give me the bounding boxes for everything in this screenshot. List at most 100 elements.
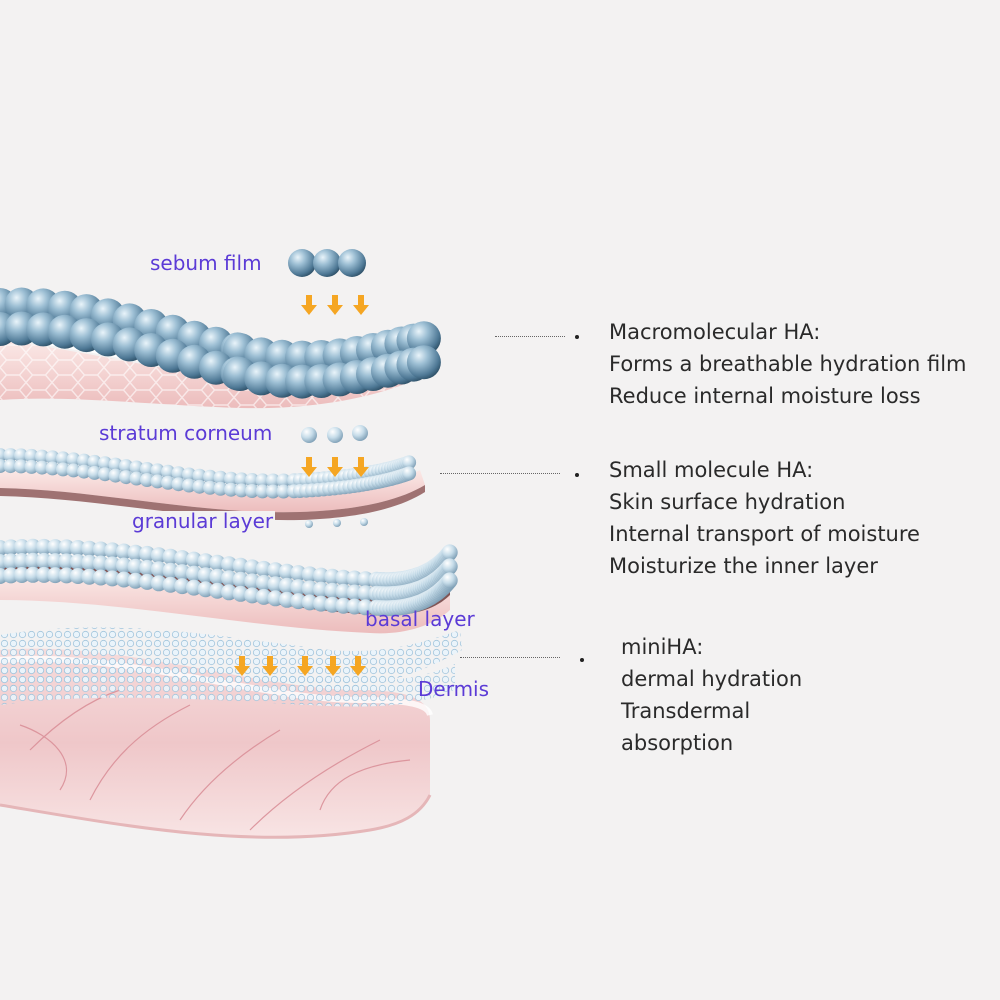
ha-sphere xyxy=(162,576,179,593)
bullet-1 xyxy=(575,335,579,339)
ha-sphere xyxy=(224,471,238,486)
ha-sphere xyxy=(192,468,207,483)
ha-sphere xyxy=(441,558,458,575)
ha-sphere xyxy=(119,470,133,485)
label-stratum-corneum: stratum corneum xyxy=(97,421,275,445)
ha-sphere xyxy=(36,538,52,555)
ha-sphere xyxy=(406,321,441,356)
ha-sphere xyxy=(47,553,64,570)
ha-sphere xyxy=(47,539,64,556)
ha-sphere xyxy=(276,473,291,488)
ha-sphere xyxy=(69,554,86,570)
arrows-sebum xyxy=(301,295,369,315)
ha-sphere xyxy=(150,463,165,478)
ha-sphere xyxy=(161,464,175,479)
ha-sphere xyxy=(441,544,458,561)
ha-sphere xyxy=(162,548,179,565)
description-macromolecular-ha: Macromolecular HA: Forms a breathable hy… xyxy=(609,316,967,412)
ha-sphere xyxy=(171,477,186,492)
ha-sphere xyxy=(108,468,123,483)
ha-sphere xyxy=(150,575,167,592)
ha-sphere xyxy=(24,459,39,474)
ha-sphere xyxy=(98,467,112,482)
ha-sphere xyxy=(139,559,156,576)
ha-sphere xyxy=(24,538,41,555)
ha-sphere xyxy=(119,459,133,474)
ha-sphere xyxy=(45,461,60,476)
ha-sphere xyxy=(24,448,39,463)
ha-sphere xyxy=(221,570,237,587)
ha-sphere xyxy=(87,454,102,469)
ha-sphere xyxy=(140,473,154,487)
stratum-corneum-layer xyxy=(0,448,425,521)
ha-sphere xyxy=(209,554,226,571)
ha-sphere xyxy=(35,460,49,475)
basal-layer xyxy=(0,627,462,707)
ha-sphere xyxy=(104,570,121,587)
ha-sphere xyxy=(69,568,86,584)
ha-sphere xyxy=(192,479,207,494)
description-title: miniHA: xyxy=(621,635,704,659)
small-ha-spheres xyxy=(301,425,368,443)
ha-sphere xyxy=(266,484,280,499)
ha-sphere xyxy=(129,471,144,486)
ha-sphere xyxy=(108,457,123,472)
ha-sphere xyxy=(244,573,261,590)
ha-sphere xyxy=(13,539,30,555)
ha-sphere xyxy=(14,459,28,474)
ha-sphere xyxy=(127,558,144,575)
ha-sphere xyxy=(56,462,70,477)
ha-sphere xyxy=(127,572,144,589)
sebum-film-layer xyxy=(0,287,441,409)
ha-sphere xyxy=(104,542,121,559)
ha-sphere xyxy=(36,552,52,569)
ha-sphere xyxy=(162,562,179,579)
bullet-3 xyxy=(580,658,584,662)
ha-sphere xyxy=(58,539,75,556)
ha-sphere xyxy=(81,554,98,571)
ha-sphere xyxy=(245,484,259,498)
ha-sphere xyxy=(244,587,261,604)
ha-sphere xyxy=(441,572,458,589)
ha-sphere xyxy=(3,448,18,463)
description-line: Reduce internal moisture loss xyxy=(609,384,921,408)
ha-sphere xyxy=(13,553,30,569)
leader-line-1 xyxy=(495,336,565,337)
ha-sphere xyxy=(209,568,226,585)
ha-sphere xyxy=(182,467,196,482)
description-line: Internal transport of moisture xyxy=(609,522,920,546)
macromolecular-ha-spheres xyxy=(288,249,366,277)
ha-sphere xyxy=(58,553,75,570)
ha-sphere xyxy=(36,566,52,583)
ha-sphere xyxy=(139,545,156,562)
description-line: Moisturize the inner layer xyxy=(609,554,878,578)
description-mini-ha: miniHA: dermal hydration Transdermal abs… xyxy=(621,631,802,759)
ha-sphere xyxy=(197,553,214,570)
ha-sphere xyxy=(197,581,214,598)
ha-sphere xyxy=(150,547,167,564)
description-title: Macromolecular HA: xyxy=(609,320,821,344)
ha-sphere xyxy=(171,466,186,481)
description-small-molecule-ha: Small molecule HA: Skin surface hydratio… xyxy=(609,454,920,582)
ha-sphere xyxy=(213,481,228,496)
ha-sphere xyxy=(185,551,202,568)
ha-sphere xyxy=(56,451,70,466)
ha-sphere xyxy=(139,573,156,590)
ha-sphere xyxy=(69,540,86,556)
ha-sphere xyxy=(150,561,167,578)
mini-ha-dots xyxy=(305,518,368,528)
label-dermis: Dermis xyxy=(418,677,490,701)
ha-sphere xyxy=(185,579,202,596)
ha-sphere xyxy=(221,584,237,601)
label-sebum-film: sebum film xyxy=(150,251,262,275)
leader-line-2 xyxy=(440,473,560,474)
ha-sphere xyxy=(115,557,132,574)
ha-sphere xyxy=(174,564,191,581)
ha-sphere xyxy=(209,582,226,599)
ha-sphere xyxy=(182,478,196,493)
ha-sphere xyxy=(81,540,98,557)
ha-sphere xyxy=(35,449,49,464)
label-granular-layer: granular layer xyxy=(130,509,276,533)
granular-layer xyxy=(0,538,458,634)
